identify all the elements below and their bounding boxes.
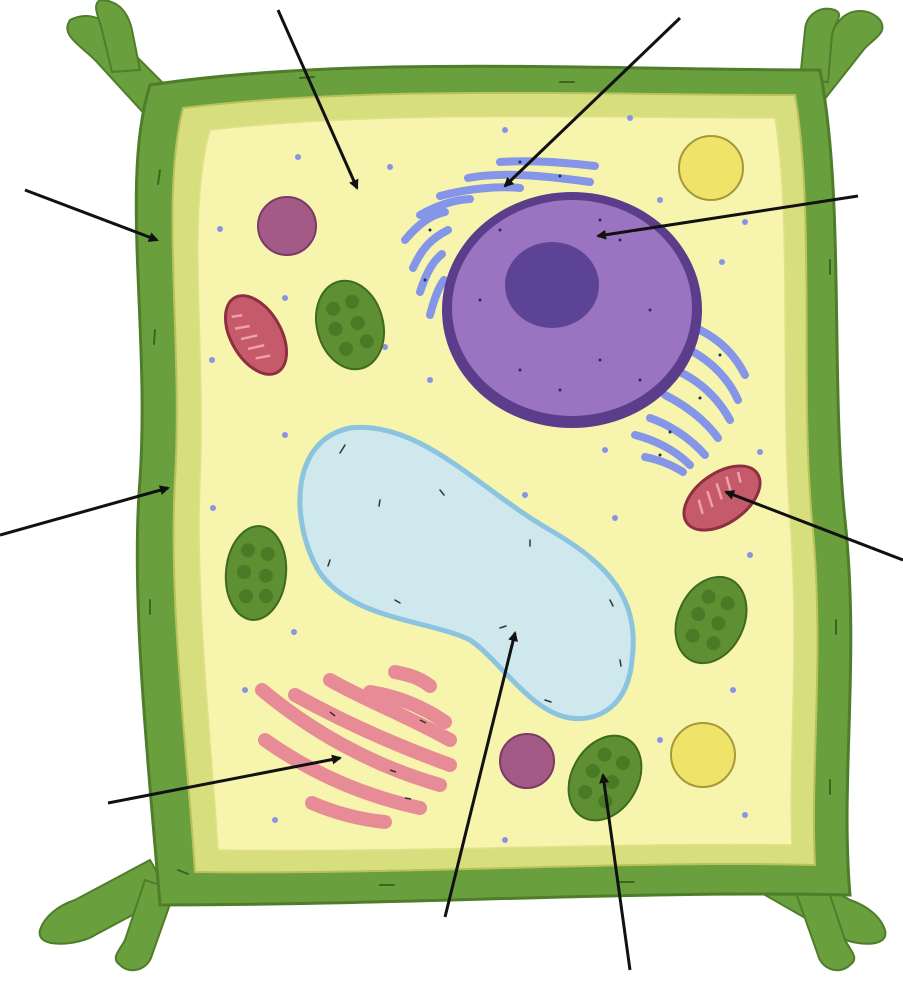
er-ribosome-dots xyxy=(423,160,722,457)
arrow-mitochondrion xyxy=(724,490,903,562)
nucleolus xyxy=(505,242,599,328)
golgi-texture xyxy=(329,711,427,800)
rough-endoplasmic-reticulum xyxy=(401,157,749,476)
mitochondrion xyxy=(682,464,762,532)
vesicle xyxy=(499,733,555,789)
vesicles xyxy=(257,135,744,789)
vacuole-texture xyxy=(327,444,622,703)
vesicle xyxy=(670,722,736,788)
mitochondria xyxy=(223,294,762,532)
arrow-rough-er xyxy=(503,16,682,188)
vesicle xyxy=(257,196,317,256)
arrow-cell-wall xyxy=(24,188,159,242)
golgi-apparatus xyxy=(255,665,457,829)
arrow-chloroplast xyxy=(599,773,632,971)
arrow-golgi xyxy=(107,754,342,805)
nucleus xyxy=(442,192,702,428)
arrow-cell-membrane xyxy=(0,485,170,537)
chloroplast xyxy=(224,525,288,621)
cell-wall-texture xyxy=(149,76,837,886)
arrow-vacuole xyxy=(443,631,518,918)
arrow-cytoplasm xyxy=(276,9,359,190)
mitochondrion xyxy=(223,294,289,376)
ribosomes xyxy=(209,115,763,843)
chloroplast xyxy=(674,575,748,665)
arrow-nucleus xyxy=(596,194,859,240)
chloroplast xyxy=(315,279,385,371)
vacuole xyxy=(297,424,636,722)
vesicle xyxy=(678,135,744,201)
pointer-arrows xyxy=(0,9,903,971)
